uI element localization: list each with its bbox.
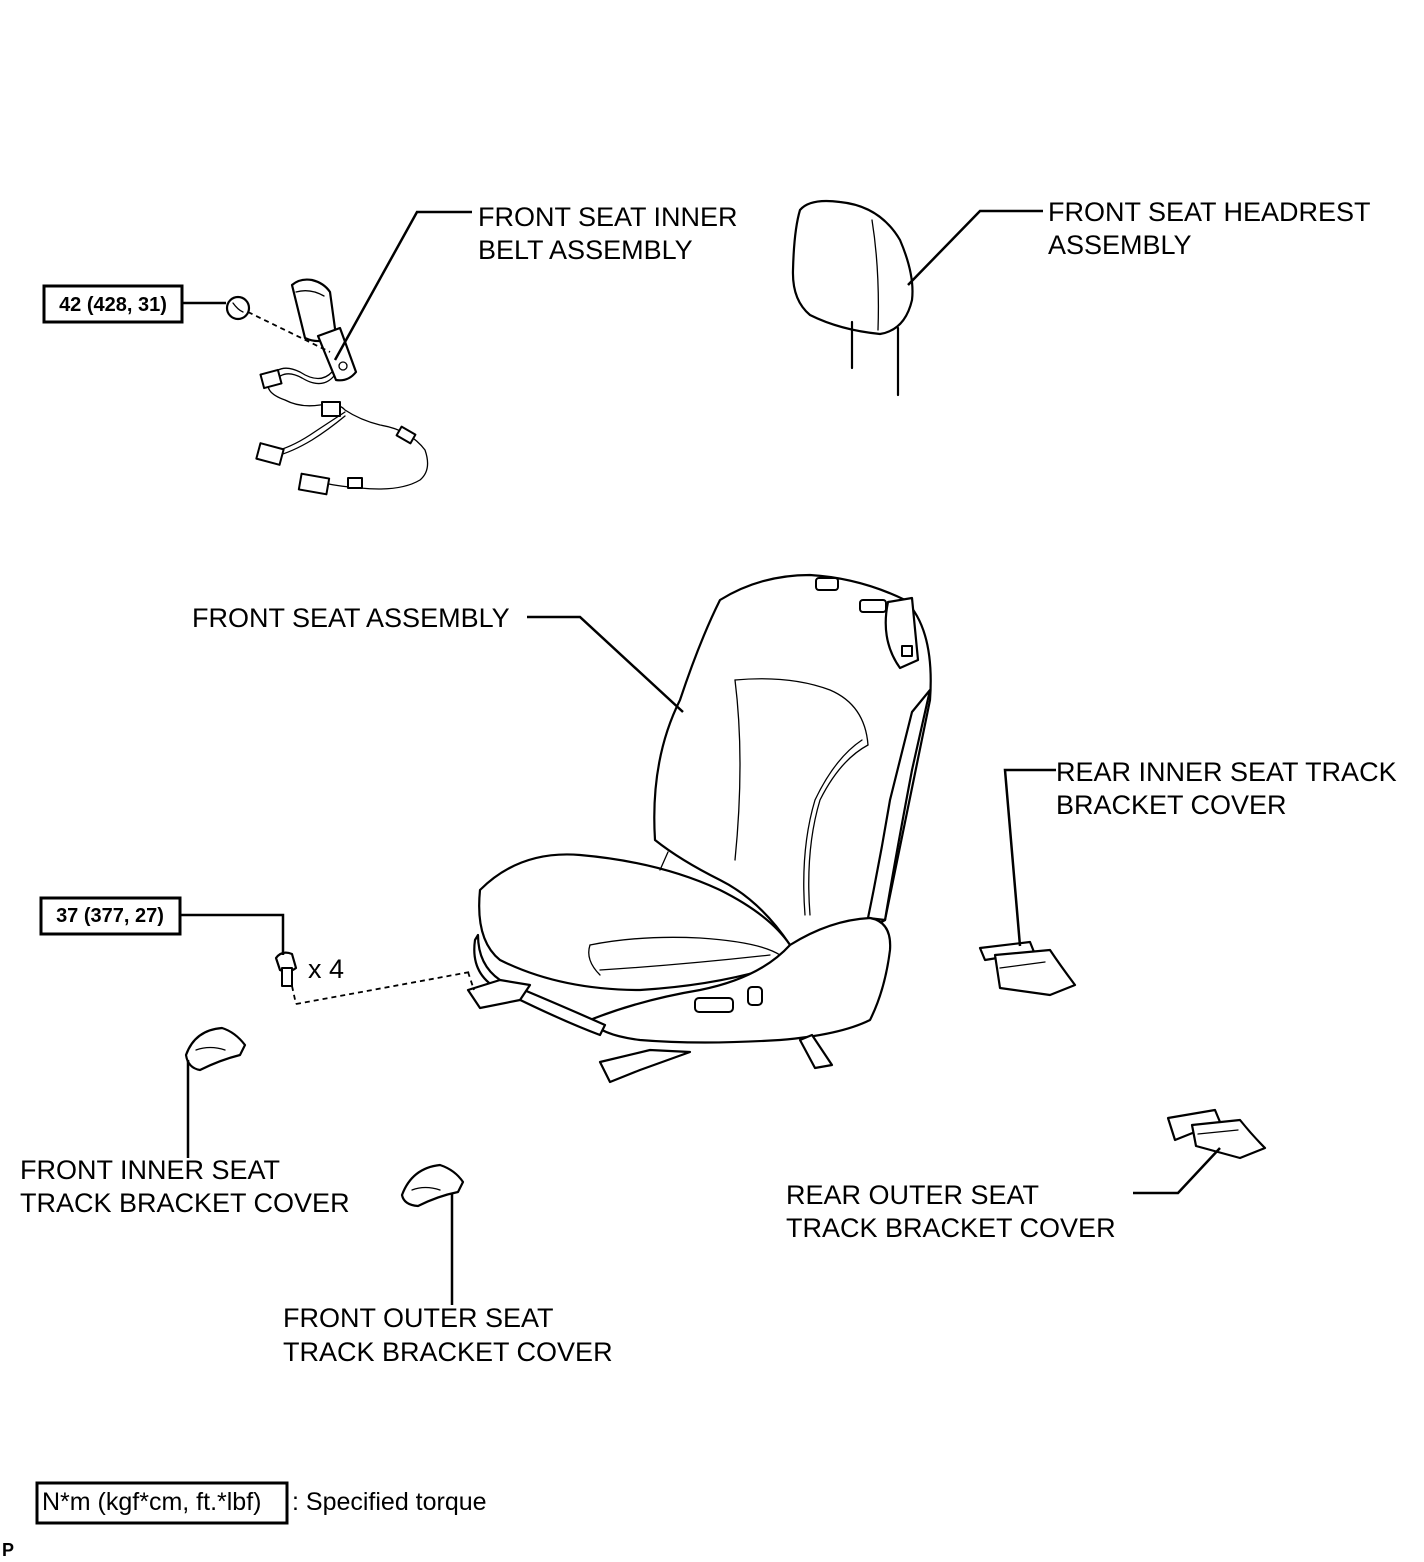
seat-bolt-drawing (274, 951, 475, 1005)
label-headrest: FRONT SEAT HEADREST ASSEMBLY (1048, 197, 1378, 260)
corner-mark: P (2, 1540, 14, 1560)
leader-lines (180, 209, 1221, 1305)
torque-belt-text: 42 (428, 31) (59, 294, 167, 316)
torque-seat-text: 37 (377, 27) (56, 905, 164, 927)
legend-description: : Specified torque (292, 1488, 487, 1516)
label-rear-inner-cover: REAR INNER SEAT TRACK BRACKET COVER (1056, 757, 1404, 820)
front-outer-cover-drawing (400, 1163, 465, 1208)
legend-unit-box: N*m (kgf*cm, ft.*lbf) (42, 1488, 261, 1516)
legend: N*m (kgf*cm, ft.*lbf) : Specified torque (35, 1481, 487, 1525)
headrest-drawing (791, 199, 914, 397)
rear-outer-cover-drawing (1166, 1108, 1267, 1160)
torque-box-seat: 37 (377, 27) (39, 896, 182, 936)
front-seat-drawing (466, 573, 932, 1084)
front-inner-cover-drawing (184, 1026, 247, 1072)
inner-belt-assembly-drawing (225, 278, 429, 496)
label-front-outer-cover: FRONT OUTER SEAT TRACK BRACKET COVER (283, 1303, 613, 1367)
bolt-quantity: x 4 (308, 954, 344, 984)
label-seat: FRONT SEAT ASSEMBLY (192, 603, 510, 633)
label-front-inner-cover: FRONT INNER SEAT TRACK BRACKET COVER (20, 1155, 350, 1218)
label-rear-outer-cover: REAR OUTER SEAT TRACK BRACKET COVER (786, 1180, 1116, 1243)
torque-box-belt: 42 (428, 31) (42, 284, 184, 324)
rear-inner-cover-drawing (978, 940, 1077, 997)
label-inner-belt: FRONT SEAT INNER BELT ASSEMBLY (478, 202, 745, 265)
